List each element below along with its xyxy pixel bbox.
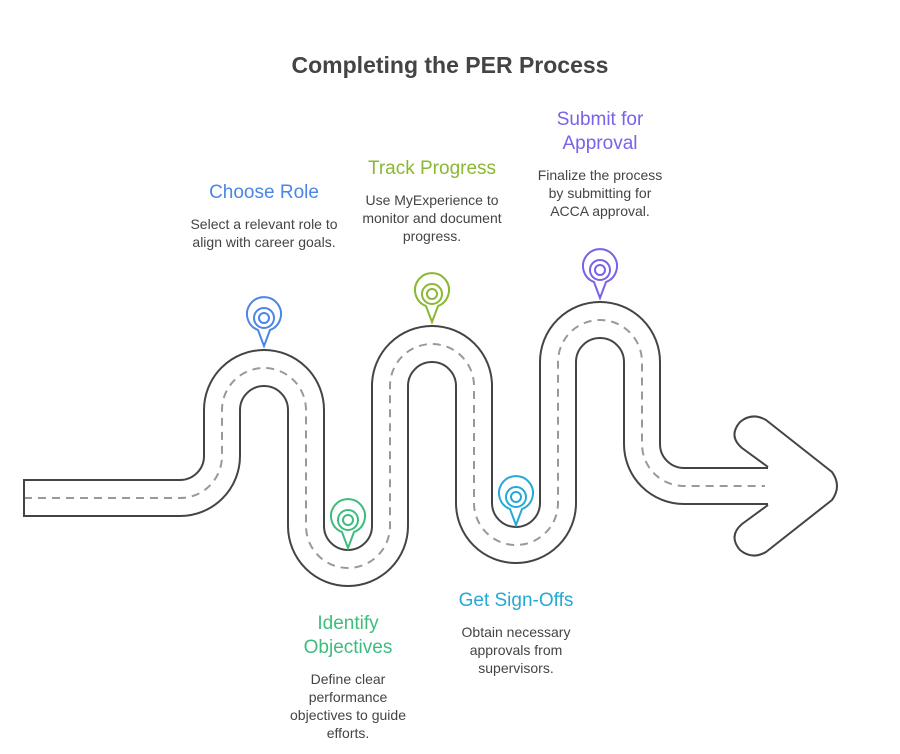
step-identify-objectives: Identify Objectives Define clear perform…: [280, 612, 416, 742]
pin-icon-get-sign-offs: [498, 475, 534, 528]
step-title: Submit for Approval: [556, 109, 644, 154]
step-track-progress: Track Progress Use MyExperience to monit…: [352, 157, 512, 245]
step-desc: Obtain necessary approvals from supervis…: [461, 624, 571, 676]
pin-icon-identify-objectives: [330, 498, 366, 551]
pin-icon-submit-approval: [582, 248, 618, 301]
step-title: Get Sign-Offs: [458, 590, 574, 611]
step-choose-role: Choose Role Select a relevant role to al…: [184, 181, 344, 251]
pin-icon-track-progress: [414, 272, 450, 325]
arrow-head: [733, 415, 838, 557]
step-desc: Select a relevant role to align with car…: [190, 216, 338, 250]
step-title: Track Progress: [367, 158, 497, 179]
road: [23, 301, 838, 587]
step-title: Identify Objectives: [303, 613, 393, 658]
pin-icon-choose-role: [246, 296, 282, 349]
step-desc: Define clear performance objectives to g…: [290, 671, 406, 741]
step-title: Choose Role: [209, 182, 319, 203]
pins: [246, 248, 618, 551]
step-desc: Finalize the process by submitting for A…: [537, 167, 663, 219]
diagram-title: Completing the PER Process: [291, 52, 609, 78]
step-get-sign-offs: Get Sign-Offs Obtain necessary approvals…: [436, 589, 596, 677]
step-desc: Use MyExperience to monitor and document…: [362, 192, 502, 244]
step-submit-approval: Submit for Approval Finalize the process…: [520, 108, 680, 220]
